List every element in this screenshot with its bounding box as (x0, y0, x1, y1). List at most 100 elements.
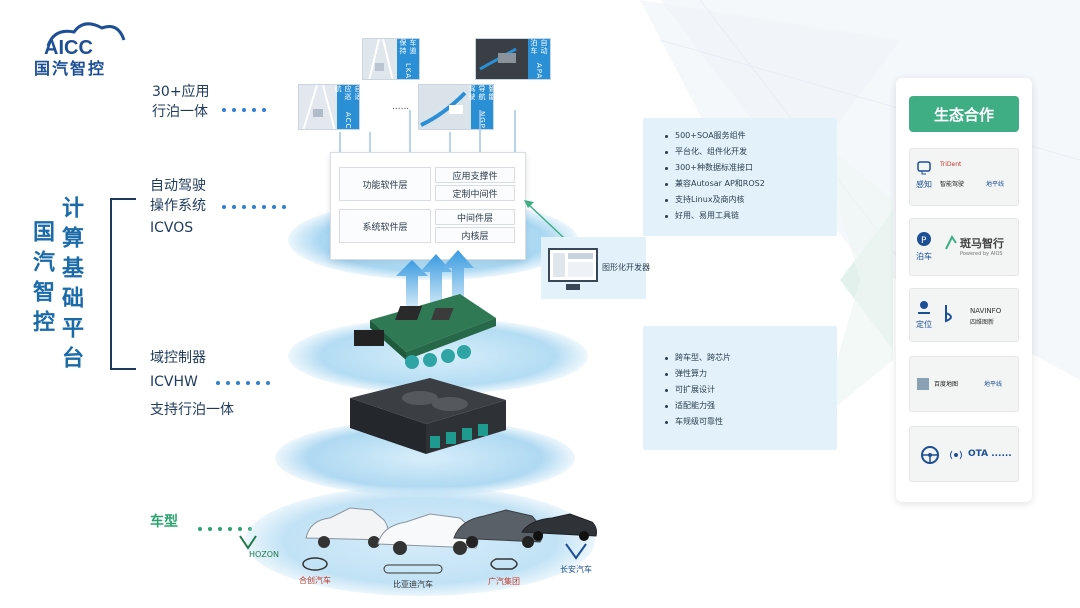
hardware-point: 跨车型、跨芯片 (665, 350, 837, 366)
svg-text:P: P (921, 236, 927, 246)
apps-label-line2: 行泊一体 (152, 104, 208, 120)
brand-hozon: HOZON (234, 534, 294, 559)
apps-dots (222, 99, 272, 112)
middleware-layer-box: 中间件层 (435, 209, 515, 225)
banma-logo-text: 斑马智行 (960, 237, 1004, 250)
app-connectors (339, 110, 516, 154)
app-card-apa: 自动泊车 APA (475, 38, 551, 80)
perception-label: 感知 (916, 180, 932, 189)
software-point: 平台化、组件化开发 (665, 144, 837, 160)
partner-logo: 智能驾驶 (940, 181, 965, 188)
app-card-lka: 车道保持 LKA (362, 38, 420, 80)
camera-icon (917, 161, 931, 175)
hardware-point: 适配能力强 (665, 398, 837, 414)
brand-hozon-label: HOZON (248, 550, 280, 559)
navinfo-logo: NAVINFO (970, 307, 1002, 315)
title-company: 国汽智控 (29, 220, 54, 340)
icvhw-label: 域控制器 ICVHW 支持行泊一体 (150, 348, 234, 420)
circuit-board-image (354, 294, 496, 369)
banma-logo-icon (945, 235, 957, 250)
logo-mark: AICC (44, 37, 93, 59)
brand-hechuang: 合创汽车 (290, 556, 340, 586)
eco-card-parking: P 泊车 斑马智行 Powered by AIOS (909, 218, 1019, 276)
eco-card-ota: OTA ...... (909, 426, 1019, 482)
software-features-panel: 500+SOA服务组件 平台化、组件化开发 300+种数据标准接口 兼容Auto… (643, 118, 837, 236)
icvos-label-line2: 操作系统 (150, 198, 206, 214)
ecosystem-title: 生态合作 (909, 96, 1019, 132)
eco-card-perception: 感知 TriDent 智能驾驶 地平线 (909, 148, 1019, 206)
icvhw-dots (216, 372, 276, 385)
sys-software-layer: 系统软件层 (339, 209, 431, 243)
location-label: 定位 (916, 320, 932, 329)
func-software-layer: 功能软件层 (339, 167, 431, 201)
hardware-point: 弹性算力 (665, 366, 837, 382)
software-point: 支持Linux及商内核 (665, 192, 837, 208)
horizon-logo: 地平线 (986, 181, 1005, 188)
upward-arrows (396, 250, 474, 306)
apps-label: 30+应用 行泊一体 (152, 82, 210, 122)
dev-arrow (524, 200, 565, 239)
kernel-layer-box: 内核层 (435, 227, 515, 243)
cars-dots (198, 518, 258, 531)
parking-icon: P (917, 232, 931, 246)
icvos-label: 自动驾驶 操作系统 ICVOS (150, 176, 206, 238)
acc-strip: 自适应巡航 ACC (334, 85, 360, 129)
eco-card-location: 定位 NAVINFO 四维图新 (909, 288, 1019, 342)
title-platform: 计算基础平台 (58, 196, 83, 376)
apps-label-line1: 30+应用 (152, 84, 210, 100)
software-stack: 功能软件层 应用支撑件 定制中间件 系统软件层 中间件层 内核层 (330, 152, 526, 260)
brand-gac: 广汽集团 (476, 556, 532, 587)
software-point: 好用、易用工具链 (665, 208, 837, 224)
brand-byd-label: 比亚迪汽车 (393, 580, 433, 589)
ota-label: OTA ...... (968, 449, 1012, 459)
apa-strip: 自动泊车 APA (528, 39, 550, 79)
hardware-point: 可扩展设计 (665, 382, 837, 398)
parking-label: 泊车 (916, 252, 932, 261)
partner-b-logo (945, 305, 952, 323)
map-icon (917, 378, 929, 390)
icvos-label-line3: ICVOS (150, 220, 194, 236)
icvhw-label-line1: 域控制器 (150, 350, 206, 366)
monitor-icon (548, 248, 598, 282)
hechuang-logo (302, 557, 328, 571)
cars-label: 车型 (150, 514, 178, 530)
signal-icon (950, 450, 962, 460)
vehicle-lineup-image (305, 507, 597, 555)
horizon-logo-2: 地平线 (984, 381, 1003, 388)
software-point: 300+种数据标准接口 (665, 160, 837, 176)
company-logo: AICC (44, 22, 126, 59)
acc-scene-image (299, 85, 339, 129)
location-icon (918, 301, 930, 314)
app-card-acc: 自适应巡航 ACC (298, 84, 360, 130)
logo-name: 国汽智控 (34, 59, 107, 78)
brand-byd: 比亚迪汽车 (378, 560, 448, 590)
hardware-features-panel: 跨车型、跨芯片 弹性算力 可扩展设计 适配能力强 车规级可靠性 (643, 326, 837, 450)
ngp-scene-image (419, 85, 473, 129)
icvhw-label-line3: 支持行泊一体 (150, 402, 234, 418)
trident-logo: TriDent (940, 161, 962, 168)
lka-strip: 车道保持 LKA (397, 39, 419, 79)
byd-logo (383, 564, 443, 574)
title-bracket (110, 198, 136, 370)
eco-card-maps: 百度地图 地平线 (909, 356, 1019, 412)
custom-middleware-box: 定制中间件 (435, 185, 515, 201)
steering-wheel-icon (921, 446, 939, 464)
hardware-point: 车规级可靠性 (665, 414, 837, 430)
monitor-stand (566, 284, 580, 290)
app-support-box: 应用支撑件 (435, 167, 515, 183)
software-point: 500+SOA服务组件 (665, 128, 837, 144)
monitor-screen (553, 253, 593, 277)
apa-scene-image (476, 39, 530, 79)
changan-logo (565, 543, 587, 560)
brand-gac-label: 广汽集团 (488, 577, 520, 586)
brand-changan-label: 长安汽车 (560, 565, 592, 574)
hozon-logo (239, 535, 257, 550)
graphical-dev-label: 图形化开发器 (602, 263, 650, 272)
arrow-up-1 (396, 260, 428, 306)
baidu-map-logo: 百度地图 (934, 381, 959, 388)
brand-hechuang-label: 合创汽车 (299, 576, 331, 585)
apps-ellipsis: ...... (392, 102, 410, 112)
gac-logo (490, 558, 518, 570)
ngp-strip: 智能导航驾驶 NGP (468, 85, 494, 129)
software-point: 兼容Autosar AP和ROS2 (665, 176, 837, 192)
